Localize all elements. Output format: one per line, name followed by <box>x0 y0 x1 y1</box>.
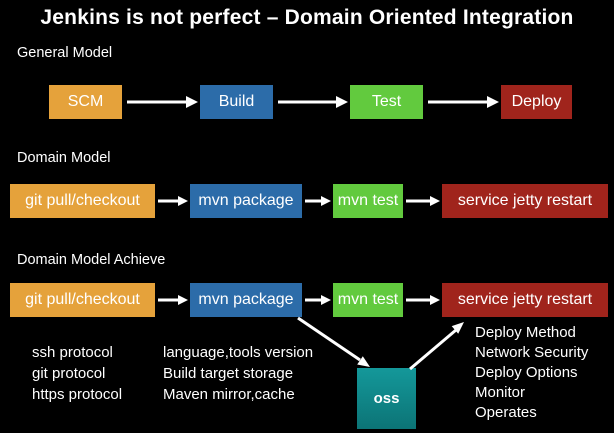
annotation-line: Deploy Options <box>475 364 578 381</box>
arrow-oss-to-service-jetty-restart-icon <box>409 322 464 371</box>
annotation-deploy-notes: Deploy Method Network Security Deploy Op… <box>475 323 588 423</box>
arrow-right-icon <box>428 96 499 108</box>
annotation-line: Operates <box>475 404 537 421</box>
flow-box-deploy: Deploy <box>501 85 572 119</box>
section-label-domain-model: Domain Model <box>17 150 111 166</box>
annotation-line: Deploy Method <box>475 324 576 341</box>
arrow-right-icon <box>406 196 440 206</box>
annotation-build-notes: language,tools version Build target stor… <box>163 342 313 405</box>
annotation-line: ssh protocol <box>32 344 113 361</box>
annotation-line: language,tools version <box>163 344 314 361</box>
flow-box-achieve-mvn-package: mvn package <box>190 283 302 317</box>
arrow-right-icon <box>127 96 198 108</box>
arrow-right-icon <box>305 196 331 206</box>
annotation-line: Maven mirror,cache <box>163 386 295 403</box>
arrow-right-icon <box>305 295 331 305</box>
section-label-general-model: General Model <box>17 45 113 61</box>
arrow-right-icon <box>278 96 348 108</box>
flow-box-mvn-package: mvn package <box>190 184 302 218</box>
flow-box-mvn-test: mvn test <box>333 184 403 218</box>
flow-box-achieve-mvn-test: mvn test <box>333 283 403 317</box>
flow-box-achieve-git-pull-checkout: git pull/checkout <box>10 283 155 317</box>
flow-box-scm: SCM <box>49 85 122 119</box>
flow-box-service-jetty-restart: service jetty restart <box>442 184 608 218</box>
flow-box-git-pull-checkout: git pull/checkout <box>10 184 155 218</box>
annotation-line: Build target storage <box>163 365 294 382</box>
annotation-line: Monitor <box>475 384 526 401</box>
oss-box: oss <box>357 368 416 429</box>
arrow-right-icon <box>158 196 188 206</box>
section-label-domain-model-achieve: Domain Model Achieve <box>17 252 166 268</box>
arrow-right-icon <box>158 295 188 305</box>
flow-box-test: Test <box>350 85 423 119</box>
annotation-protocols: ssh protocol git protocol https protocol <box>32 342 122 405</box>
annotation-line: git protocol <box>32 365 106 382</box>
flow-box-build: Build <box>200 85 273 119</box>
arrow-right-icon <box>406 295 440 305</box>
annotation-line: Network Security <box>475 344 589 361</box>
annotation-line: https protocol <box>32 386 123 403</box>
page-title: Jenkins is not perfect – Domain Oriented… <box>40 6 574 29</box>
flow-box-achieve-service-jetty-restart: service jetty restart <box>442 283 608 317</box>
